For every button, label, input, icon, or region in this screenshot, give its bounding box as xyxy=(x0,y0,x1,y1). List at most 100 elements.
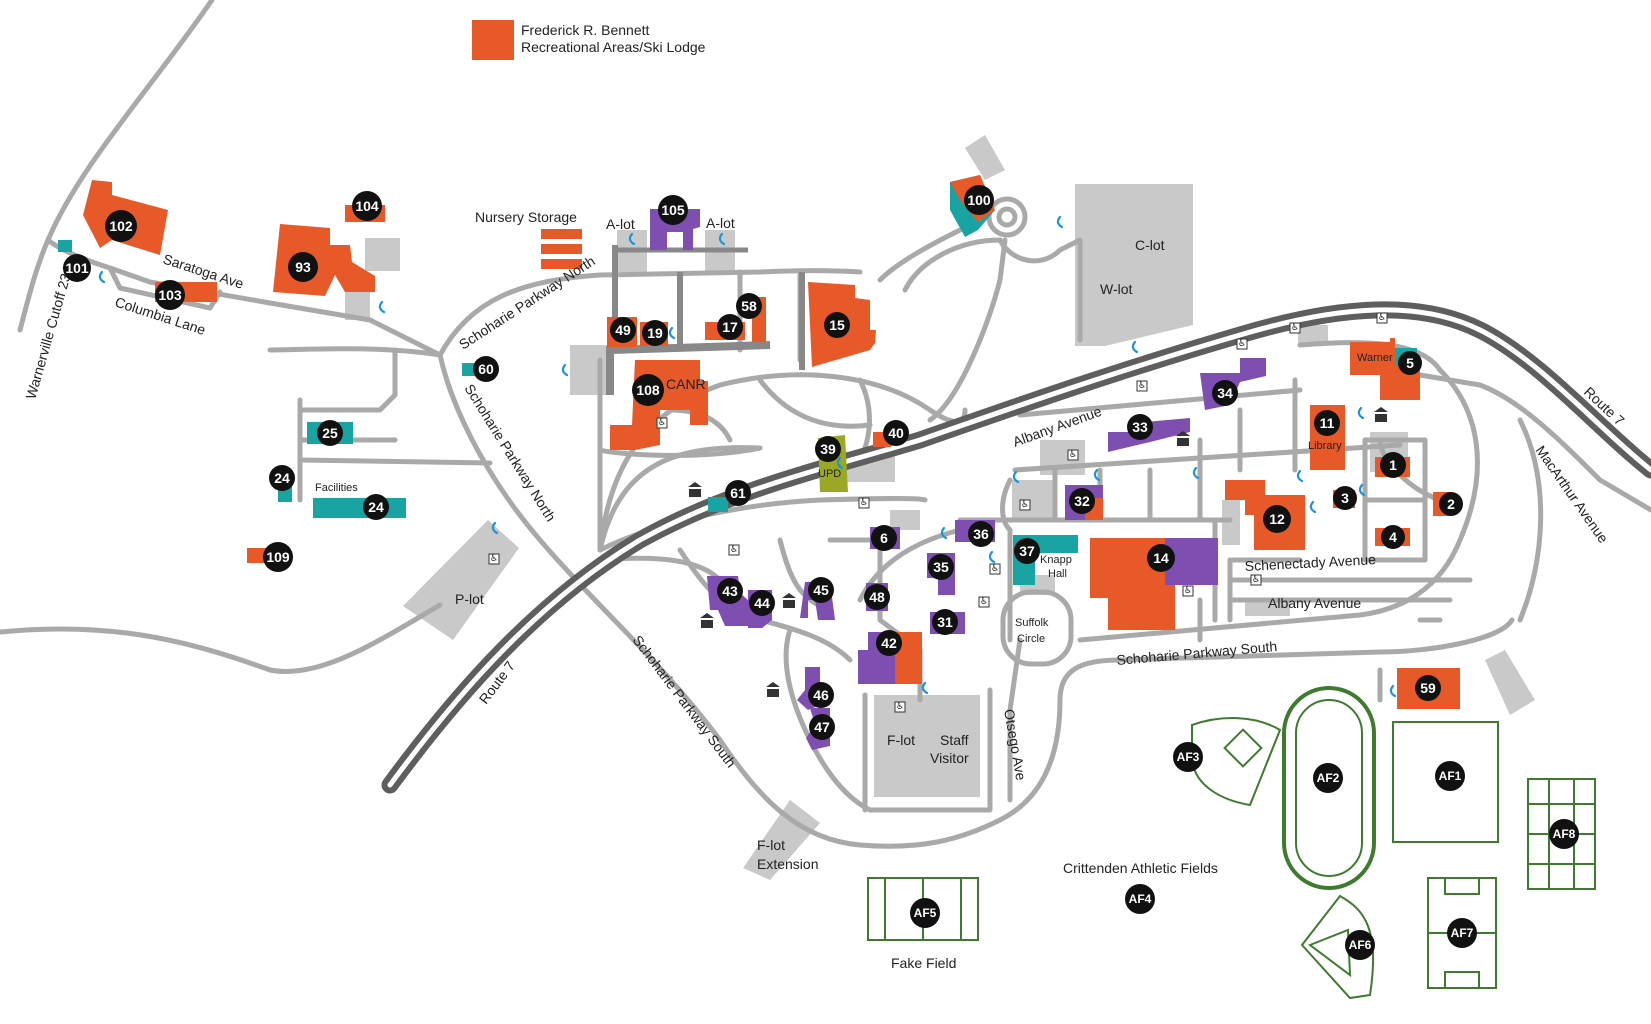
marker-36[interactable]: 36 xyxy=(968,521,994,547)
marker-17[interactable]: 17 xyxy=(717,314,743,340)
marker-42[interactable]: 42 xyxy=(876,630,902,656)
svg-text:100: 100 xyxy=(967,192,991,208)
marker-61[interactable]: 61 xyxy=(725,480,751,506)
marker-45[interactable]: 45 xyxy=(808,577,834,603)
marker-44[interactable]: 44 xyxy=(749,590,775,616)
accessible-parking-icon: ♿ xyxy=(1376,312,1388,324)
marker-37[interactable]: 37 xyxy=(1014,538,1040,564)
svg-text:AF4: AF4 xyxy=(1129,892,1152,906)
marker-31[interactable]: 31 xyxy=(932,609,958,635)
marker-af8[interactable]: AF8 xyxy=(1549,819,1579,849)
accessible-parking-icon: ♿ xyxy=(1289,322,1301,334)
marker-af5[interactable]: AF5 xyxy=(910,898,940,928)
emergency-phone-icon xyxy=(668,326,676,340)
c-lot[interactable] xyxy=(1075,184,1193,346)
emergency-phone-icon xyxy=(988,550,996,564)
marker-32[interactable]: 32 xyxy=(1069,488,1095,514)
marker-15[interactable]: 15 xyxy=(824,312,850,338)
marker-102[interactable]: 102 xyxy=(105,210,137,242)
marker-105[interactable]: 105 xyxy=(658,195,688,225)
label-library: Library xyxy=(1308,440,1342,452)
nursery-storage-3 xyxy=(541,259,582,269)
building-14-purple[interactable] xyxy=(1165,538,1218,585)
marker-5[interactable]: 5 xyxy=(1398,351,1422,375)
marker-109[interactable]: 109 xyxy=(263,542,293,572)
marker-46[interactable]: 46 xyxy=(808,682,834,708)
label-canr: CANR xyxy=(666,376,706,392)
marker-93[interactable]: 93 xyxy=(288,252,318,282)
marker-6[interactable]: 6 xyxy=(871,525,897,551)
svg-text:46: 46 xyxy=(813,687,829,703)
museum-icon xyxy=(688,482,702,497)
accessible-parking-icon: ♿ xyxy=(1182,585,1194,597)
field-af2-track[interactable] xyxy=(1282,686,1376,890)
field-af3[interactable] xyxy=(1191,717,1282,807)
marker-af6[interactable]: AF6 xyxy=(1345,930,1375,960)
marker-af1[interactable]: AF1 xyxy=(1435,761,1465,791)
marker-59[interactable]: 59 xyxy=(1415,675,1441,701)
building-61[interactable] xyxy=(708,497,728,512)
marker-49[interactable]: 49 xyxy=(610,317,636,343)
marker-39[interactable]: 39 xyxy=(815,436,841,462)
building-warner[interactable] xyxy=(1350,338,1420,400)
marker-af7[interactable]: AF7 xyxy=(1447,918,1477,948)
emergency-phone-icon xyxy=(98,270,106,284)
svg-text:108: 108 xyxy=(636,382,660,398)
marker-108[interactable]: 108 xyxy=(632,374,664,406)
building-93[interactable] xyxy=(273,224,375,296)
building-101-annex[interactable] xyxy=(58,240,72,252)
f-lot-extension[interactable] xyxy=(743,800,820,880)
marker-100[interactable]: 100 xyxy=(964,185,994,215)
main-campus-loop xyxy=(597,372,968,553)
marker-14[interactable]: 14 xyxy=(1147,544,1175,572)
marker-4[interactable]: 4 xyxy=(1381,525,1405,549)
marker-33[interactable]: 33 xyxy=(1127,414,1153,440)
emergency-phone-icon xyxy=(1358,483,1366,497)
marker-60[interactable]: 60 xyxy=(473,356,499,382)
svg-text:32: 32 xyxy=(1074,493,1090,509)
marker-35[interactable]: 35 xyxy=(928,554,954,580)
road-label-schenectady: Schenectady Avenue xyxy=(1244,551,1376,574)
marker-101[interactable]: 101 xyxy=(63,254,91,282)
marker-af3[interactable]: AF3 xyxy=(1173,742,1203,772)
emergency-phone-icon xyxy=(1093,468,1101,482)
museum-icon xyxy=(1374,407,1388,422)
svg-text:3: 3 xyxy=(1341,490,1349,506)
label-nursery-storage: Nursery Storage xyxy=(475,209,577,225)
svg-text:103: 103 xyxy=(158,287,182,303)
marker-af4[interactable]: AF4 xyxy=(1125,884,1155,914)
building-108-canr[interactable] xyxy=(610,360,708,450)
p-lot[interactable] xyxy=(403,520,519,640)
label-knapp-1: Knapp xyxy=(1040,554,1072,566)
marker-103[interactable]: 103 xyxy=(155,280,185,310)
marker-2[interactable]: 2 xyxy=(1439,492,1463,516)
marker-47[interactable]: 47 xyxy=(809,714,835,740)
f-lot[interactable] xyxy=(874,695,980,797)
marker-34[interactable]: 34 xyxy=(1212,380,1238,406)
building-24-east[interactable] xyxy=(313,498,406,518)
marker-af2[interactable]: AF2 xyxy=(1313,763,1343,793)
marker-25[interactable]: 25 xyxy=(317,420,343,446)
marker-24-west[interactable]: 24 xyxy=(269,465,295,491)
marker-12[interactable]: 12 xyxy=(1263,505,1291,533)
marker-43[interactable]: 43 xyxy=(717,578,743,604)
marker-1[interactable]: 1 xyxy=(1380,452,1406,478)
marker-104[interactable]: 104 xyxy=(352,191,382,221)
marker-19[interactable]: 19 xyxy=(642,320,668,346)
field-af1[interactable] xyxy=(1392,721,1499,843)
marker-11[interactable]: 11 xyxy=(1314,410,1340,436)
svg-text:49: 49 xyxy=(615,322,631,338)
marker-48[interactable]: 48 xyxy=(864,584,890,610)
svg-text:47: 47 xyxy=(814,719,830,735)
building-14[interactable] xyxy=(1090,538,1215,630)
marker-24-east[interactable]: 24 xyxy=(363,494,389,520)
marker-58[interactable]: 58 xyxy=(736,293,762,319)
svg-text:93: 93 xyxy=(295,259,311,275)
svg-text:42: 42 xyxy=(881,635,897,651)
label-fake-field: Fake Field xyxy=(891,955,956,971)
museum-icon xyxy=(766,682,780,697)
marker-3[interactable]: 3 xyxy=(1333,486,1357,510)
svg-text:104: 104 xyxy=(355,198,379,214)
svg-text:102: 102 xyxy=(109,218,133,234)
marker-40[interactable]: 40 xyxy=(883,420,909,446)
